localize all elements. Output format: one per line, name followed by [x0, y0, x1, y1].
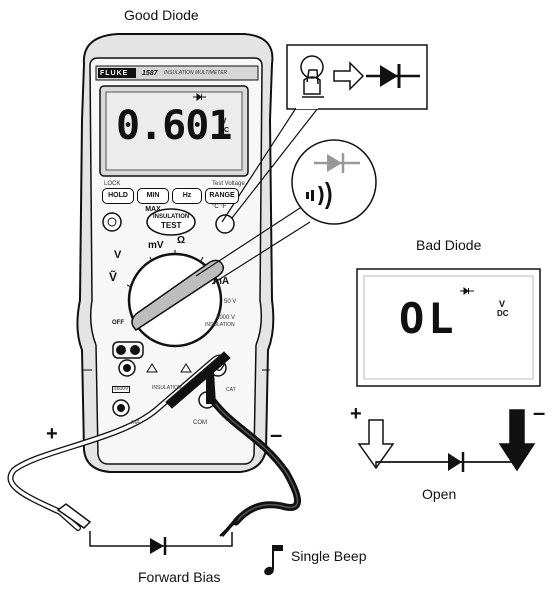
dial-label-vac: Ṽ: [109, 270, 118, 284]
bad-display-unit-v: V: [499, 299, 506, 309]
forward-diode-symbol: [150, 537, 167, 555]
meter-header-bar: [95, 65, 259, 81]
meter-reading: 0.601: [116, 103, 232, 149]
open-circuit: [357, 409, 536, 472]
jack-label-rating: ≤600V: [112, 386, 131, 393]
model-number: 1587: [142, 70, 158, 77]
minus-sign-left: –: [270, 422, 283, 447]
jack-label-cat: CAT: [226, 387, 236, 393]
display-screen: [105, 91, 243, 171]
dial-label-1000v: 1000 V: [216, 315, 236, 321]
lock-label: LOCK: [104, 181, 121, 187]
bad-diode-display: [356, 268, 541, 387]
temp-unit-label: °C °F: [212, 204, 227, 210]
dial-ticks: [126, 250, 204, 288]
dial-label-vdc: V: [114, 249, 122, 261]
jack-label-com: COM: [193, 420, 207, 426]
display-diode-icon: [193, 93, 206, 101]
backlight-button: [102, 212, 122, 232]
fluke-logo-box: [98, 68, 136, 78]
callout-diode-symbol: [314, 153, 360, 173]
insulation-test-button: [146, 208, 196, 236]
single-beep-caption: Single Beep: [291, 548, 367, 564]
insulation-test-label-1: INSULATION: [153, 214, 190, 220]
bad-display-diode-icon: [460, 287, 474, 295]
beep-callout-circle: [291, 139, 377, 225]
dial-callout-pointer: [195, 207, 311, 285]
minus-sign-right: –: [533, 400, 546, 425]
model-description: INSULATION MULTIMETER: [164, 70, 228, 76]
forward-bias-caption: Forward Bias: [138, 569, 221, 585]
open-caption: Open: [422, 486, 457, 502]
switch-toggle-icon: [300, 55, 324, 98]
arrow-icon: [333, 61, 365, 91]
diode-symbol-large: [366, 64, 420, 88]
fluke-logo: FLUKE: [100, 70, 129, 77]
good-diode-caption: Good Diode: [124, 7, 199, 23]
meter-unit-v: V: [221, 117, 227, 126]
forward-bias-circuit: [89, 531, 233, 547]
warning-triangles: [146, 363, 192, 373]
hold-button[interactable]: HOLD: [102, 188, 134, 204]
jack-label-ma: mA: [131, 420, 140, 426]
beep-sound-icon: [306, 182, 332, 209]
open-white-arrow: [357, 419, 395, 470]
bad-display-reading: OL: [399, 294, 458, 343]
minmax-button[interactable]: MIN MAX: [137, 188, 169, 213]
dial-label-mv: mV: [148, 240, 164, 251]
open-black-arrow: [498, 409, 536, 472]
range-button[interactable]: RANGE: [205, 188, 239, 204]
dial-label-ma: mA: [213, 276, 230, 287]
plus-sign-left: +: [46, 423, 58, 445]
dial-label-50v: 50 V: [224, 299, 237, 305]
dial-label-off: OFF: [112, 320, 124, 326]
music-note-icon: [264, 545, 283, 576]
test-voltage-label: Test Voltage: [212, 181, 245, 187]
plus-sign-right: +: [350, 403, 362, 425]
hz-button[interactable]: Hz: [172, 188, 202, 204]
meter-unit-dc: DC: [219, 127, 230, 134]
blue-button: [215, 214, 235, 234]
dial-label-insulation: INSULATION: [205, 322, 235, 328]
insulation-test-label-2: TEST: [161, 221, 182, 230]
bad-diode-caption: Bad Diode: [416, 237, 482, 253]
jack-insulation-pair-left: [116, 345, 126, 355]
jack-label-insulation: INSULATION: [152, 385, 182, 391]
red-probe-tip: [56, 503, 92, 529]
dial-label-ohm: Ω: [177, 235, 186, 246]
bad-display-unit-dc: DC: [497, 309, 509, 318]
dial-pointer: [131, 259, 225, 331]
